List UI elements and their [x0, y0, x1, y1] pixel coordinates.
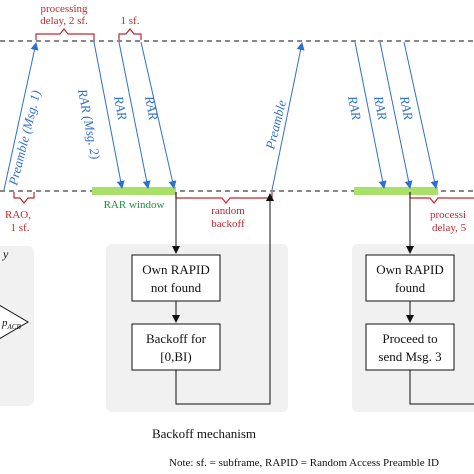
- proceed-line2: send Msg. 3: [378, 349, 441, 364]
- backoff-for-line1: Backoff for: [146, 331, 207, 346]
- proceed-line1: Proceed to: [382, 331, 437, 346]
- backoff-for-line2: [0,BI): [160, 349, 191, 364]
- own-rapid-not-found-line1: Own RAPID: [142, 262, 210, 277]
- rao-label: RAO,: [5, 209, 31, 221]
- rao-brace: [13, 192, 35, 204]
- rao-sf-label: 1 sf.: [11, 222, 30, 234]
- one-sf-label: 1 sf.: [121, 15, 140, 27]
- processing-delay-label-2: delay, 2 sf.: [40, 15, 88, 27]
- right-window-highlight: [354, 187, 438, 195]
- acb-decision-diamond: [0, 304, 29, 340]
- processing-right-label-2: delay, 5: [432, 222, 467, 234]
- rar-label-d: RAR: [371, 94, 390, 121]
- random-backoff-brace: [175, 192, 273, 204]
- random-backoff-label: random: [211, 205, 245, 217]
- rar-window-highlight: [92, 187, 176, 195]
- processing-delay-brace: [35, 28, 95, 40]
- own-rapid-not-found-line2: not found: [151, 280, 202, 295]
- flow-continue-line: [409, 370, 474, 405]
- rar-label-b: RAR: [142, 94, 161, 121]
- rar-arrow-c: [354, 41, 387, 189]
- processing-right-label: processi: [430, 209, 466, 221]
- backoff-mechanism-caption: Backoff mechanism: [152, 426, 256, 441]
- preamble-msg1-arrow: [3, 42, 39, 191]
- rar-label-a: RAR: [111, 94, 130, 121]
- rar-label-e: RAR: [397, 94, 416, 121]
- own-rapid-found-box: [365, 254, 455, 302]
- random-backoff-label-2: backoff: [211, 218, 245, 230]
- left-y-fragment: y: [2, 247, 9, 261]
- rar-arrow-b: [140, 41, 177, 189]
- proceed-msg3-box: [365, 323, 455, 371]
- rar-label-c: RAR: [345, 94, 364, 121]
- rar-arrow-a: [118, 41, 151, 189]
- rar-window-label: RAR window: [104, 199, 165, 211]
- preamble-2-arrow: [271, 42, 305, 191]
- note-caption: Note: sf. = subframe, RAPID = Random Acc…: [169, 457, 439, 469]
- one-sf-brace: [118, 28, 142, 40]
- rar-arrow-d: [379, 41, 413, 189]
- rar-arrow-e: [403, 41, 439, 189]
- backoff-for-box: [131, 323, 221, 371]
- flow-loop-back-arrow: [175, 193, 274, 405]
- preamble-msg1-label: Preamble (Msg. 1): [5, 89, 43, 188]
- rar-msg2-arrow: [93, 41, 125, 189]
- rar-msg2-label: RAR (Msg. 2): [75, 87, 103, 161]
- acb-label: pACB: [1, 317, 21, 331]
- processing-delay-label: processing: [40, 3, 88, 15]
- own-rapid-found-line1: Own RAPID: [376, 262, 444, 277]
- own-rapid-found-line2: found: [395, 280, 426, 295]
